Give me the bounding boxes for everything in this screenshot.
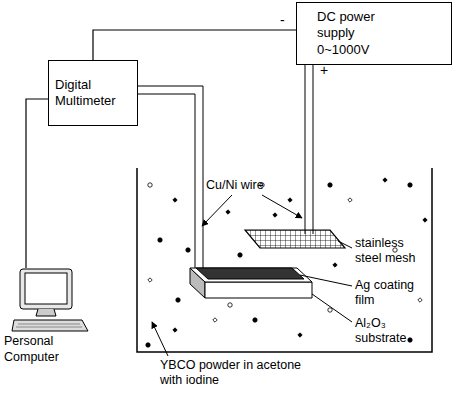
powder-particle [148, 278, 152, 282]
powder-particle [408, 338, 412, 342]
powder-particle [273, 213, 277, 217]
powder-particle [186, 248, 190, 252]
box-label: DC power supply 0~1000V [303, 9, 445, 58]
leader-line [202, 195, 232, 226]
leader-line [152, 322, 168, 356]
cu-ni-wire [138, 94, 195, 274]
powder-particle [333, 263, 337, 267]
cu-ni-wire [305, 60, 306, 234]
powder-particle [148, 183, 152, 187]
part-label: Ag coating film [355, 278, 429, 308]
substrate-top [190, 268, 312, 282]
powder-particle [228, 303, 232, 307]
ag-film [196, 268, 304, 279]
powder-particle [253, 318, 257, 322]
powder-particle [328, 308, 332, 312]
powder-particle [173, 328, 177, 332]
leader-line [300, 275, 352, 286]
power-supply-box: DC power supply 0~1000V [296, 2, 452, 65]
powder-particle [288, 198, 292, 202]
polarity-sign: - [280, 12, 292, 29]
signal-wire [93, 30, 296, 60]
signal-wire [26, 99, 48, 268]
computer-drawing [10, 268, 90, 334]
powder-particle [146, 343, 150, 347]
part-label: stainless steel mesh [355, 236, 429, 266]
cu-ni-wire [138, 86, 203, 274]
cu-ni-wire [313, 60, 314, 234]
powder-particle [408, 183, 412, 187]
powder-particle [158, 238, 162, 242]
polarity-sign: + [320, 62, 332, 79]
substrate-front [205, 282, 312, 298]
powder-particle [418, 298, 422, 302]
part-label: Al₂O₃ substrate [355, 316, 429, 346]
powder-particle [423, 218, 427, 222]
computer-icon: Personal Computer [4, 268, 104, 365]
box-label: Digital Multimeter [55, 77, 131, 110]
steel-mesh [245, 230, 345, 248]
powder-particle [173, 198, 177, 202]
meter-box: Digital Multimeter [48, 60, 138, 126]
computer-label: Personal Computer [4, 334, 104, 365]
leader-line [312, 294, 352, 322]
leader-line [262, 195, 302, 218]
powder-particle [238, 253, 242, 257]
powder-particle [298, 333, 302, 337]
note-label: YBCO powder in acetone with iodine [160, 358, 320, 388]
powder-particle [348, 198, 352, 202]
powder-particle [383, 178, 387, 182]
part-label: Cu/Ni wire [206, 178, 296, 193]
powder-particle [213, 318, 217, 322]
leader-line [338, 241, 352, 248]
powder-particle [328, 183, 332, 187]
powder-particle [176, 298, 180, 302]
powder-particle [226, 210, 230, 214]
beaker [137, 168, 432, 352]
